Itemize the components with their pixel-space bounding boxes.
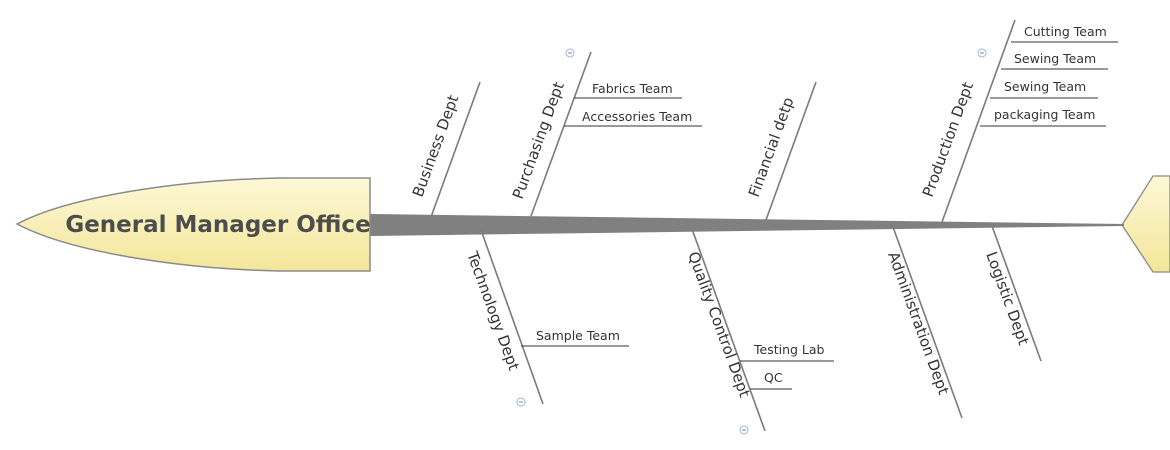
sub-item-testing-lab[interactable]: Testing Lab [740, 342, 834, 362]
sub-item-label[interactable]: Sewing Team [1004, 79, 1086, 94]
category-technology-dept[interactable]: Technology Dept Sample Team [463, 229, 629, 407]
sub-item-label[interactable]: Cutting Team [1024, 24, 1107, 39]
bone-line [991, 225, 1042, 362]
bone-line [530, 51, 592, 217]
bone-line [765, 81, 817, 221]
sub-item-packaging-team[interactable]: packaging Team [980, 107, 1106, 127]
sub-item-label[interactable]: packaging Team [994, 107, 1095, 122]
head-label[interactable]: General Manager Office [65, 212, 370, 238]
sub-item-label[interactable]: Testing Lab [753, 342, 825, 357]
category-business-dept[interactable]: Business Dept [409, 81, 481, 218]
collapse-toggle[interactable] [565, 48, 575, 58]
bone-line [480, 229, 544, 405]
category-label[interactable]: Logistic Dept [982, 249, 1032, 347]
fish-tail[interactable] [1121, 175, 1170, 273]
sub-item-label[interactable]: Accessories Team [582, 109, 692, 124]
sub-item-qc[interactable]: QC [750, 370, 792, 390]
category-label[interactable]: Financial detp [745, 95, 798, 199]
head-shape[interactable] [15, 177, 371, 272]
bone-line [892, 226, 963, 419]
category-quality-control-dept[interactable]: Quality Control Dept Testing Lab QC [684, 228, 834, 435]
sub-item-label[interactable]: Fabrics Team [592, 81, 673, 96]
category-label[interactable]: Technology Dept [463, 248, 523, 373]
category-label[interactable]: Quality Control Dept [684, 249, 753, 400]
spine [370, 214, 1124, 236]
bone-line [691, 228, 766, 432]
sub-item-cutting-team[interactable]: Cutting Team [1011, 24, 1118, 43]
category-logistic-dept[interactable]: Logistic Dept [982, 225, 1042, 362]
sub-item-sewing-team[interactable]: Sewing Team [1001, 51, 1108, 70]
bone-line [430, 81, 481, 218]
sub-item-label[interactable]: QC [764, 370, 783, 385]
collapse-toggle[interactable] [977, 48, 987, 58]
category-administration-dept[interactable]: Administration Dept [884, 226, 963, 419]
collapse-toggle[interactable] [739, 425, 749, 435]
category-purchasing-dept[interactable]: Purchasing Dept Fabrics Team Accessories… [509, 48, 702, 217]
sub-item-label[interactable]: Sample Team [536, 328, 620, 343]
sub-item-sewing-team-2[interactable]: Sewing Team [990, 79, 1098, 99]
sub-item-sample-team[interactable]: Sample Team [521, 328, 629, 347]
sub-item-fabrics-team[interactable]: Fabrics Team [574, 81, 682, 99]
category-label[interactable]: Business Dept [409, 92, 463, 199]
sub-item-label[interactable]: Sewing Team [1014, 51, 1096, 66]
collapse-toggle[interactable] [516, 397, 526, 407]
sub-item-accessories-team[interactable]: Accessories Team [564, 109, 702, 127]
category-production-dept[interactable]: Production Dept Cutting Team Sewing Team… [919, 19, 1118, 223]
category-label[interactable]: Administration Dept [884, 249, 953, 397]
bone-line [941, 19, 1016, 223]
category-financial-detp[interactable]: Financial detp [745, 81, 817, 221]
category-label[interactable]: Production Dept [919, 80, 977, 200]
